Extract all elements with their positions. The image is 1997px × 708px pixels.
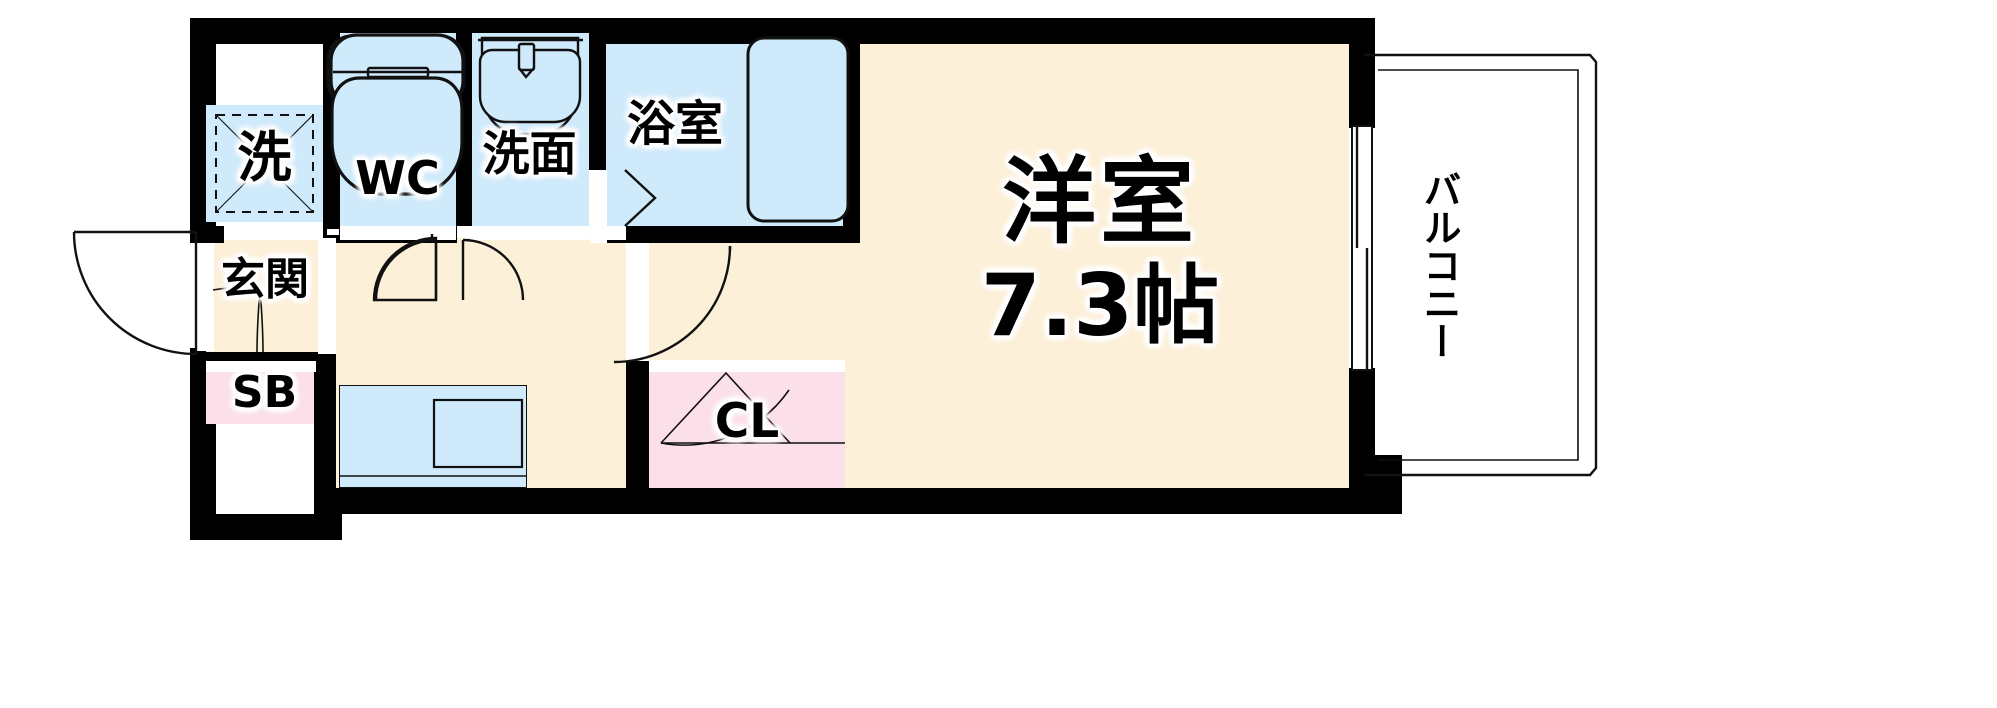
interior-wall-shoebox-top — [190, 352, 323, 361]
door-frame-entrance — [195, 243, 214, 351]
label-vanity: 洗面 — [482, 127, 577, 182]
balcony-area — [1364, 55, 1596, 475]
exterior-wall-bottom-left — [190, 514, 342, 540]
interior-wall-wc-vanity — [456, 33, 472, 226]
label-western-room: 洋室 — [1001, 148, 1198, 257]
opening-closet-top — [649, 360, 845, 372]
area-shoebox — [206, 372, 323, 424]
label-washer: 洗 — [237, 126, 292, 189]
interior-wall-bath-room — [843, 33, 860, 226]
opening-bath-bottom — [606, 226, 626, 240]
label-balcony: バルコニー — [1417, 170, 1461, 360]
room-entrance — [206, 238, 323, 364]
door-frame-room — [626, 243, 649, 361]
label-bath: 浴室 — [626, 96, 723, 152]
interior-wall-closet-left — [626, 360, 649, 488]
label-closet: CL — [714, 394, 780, 449]
interior-wall-washer-bottom — [190, 226, 224, 243]
exterior-wall-right-upper — [1349, 18, 1375, 128]
door-frame-wc — [327, 229, 339, 235]
kitchen-counter — [339, 385, 527, 488]
label-western-area: 7.3帖 — [980, 256, 1220, 356]
door-frame-hall — [318, 238, 336, 354]
interior-wall-wet-bottom — [606, 226, 860, 243]
label-entrance: 玄関 — [221, 254, 309, 305]
interior-wall-vanity-bath — [589, 33, 606, 170]
door-frame-bath — [590, 170, 607, 243]
interior-wall-entrance-right — [314, 352, 336, 514]
label-shoebox: SB — [231, 367, 298, 418]
opening-wc-bottom — [340, 226, 456, 240]
exterior-wall-bottom — [335, 488, 1375, 514]
room-western — [858, 44, 1349, 488]
opening-washer-bottom — [224, 226, 323, 240]
interior-wall-washer-wc — [323, 18, 340, 238]
opening-vanity-bottom — [471, 226, 589, 240]
opening-shoebox — [206, 361, 316, 372]
label-wc: WC — [355, 151, 440, 205]
